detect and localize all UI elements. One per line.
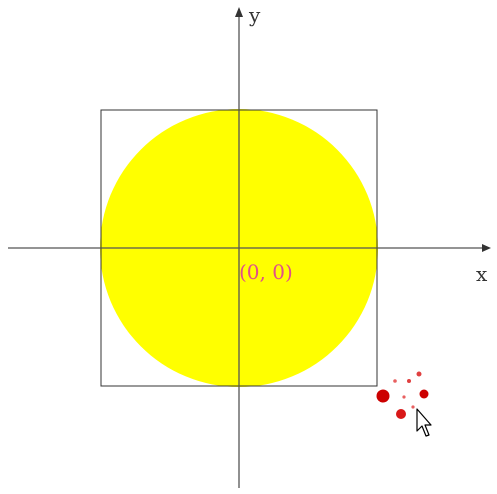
arrow-cursor-icon (416, 408, 432, 437)
click-splash-icon (376, 371, 429, 419)
x-axis-label: x (476, 262, 488, 286)
x-axis-arrow-icon (482, 244, 491, 252)
origin-label: (0, 0) (239, 260, 293, 284)
y-axis-arrow-icon (235, 7, 243, 17)
y-axis-label: y (248, 3, 261, 27)
